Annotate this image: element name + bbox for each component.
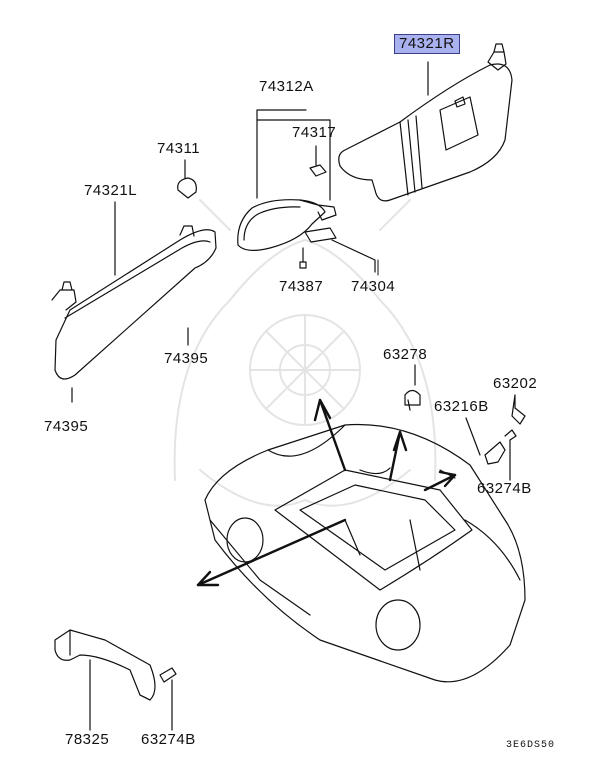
part-label-74312A[interactable]: 74312A: [259, 78, 314, 95]
part-label-78325[interactable]: 78325: [65, 731, 110, 748]
visor-clip-74311: [178, 160, 197, 198]
part-label-74304[interactable]: 74304: [351, 278, 396, 295]
watermark-emblem: [175, 200, 436, 506]
part-label-74311[interactable]: 74311: [157, 140, 201, 157]
grip-handle-78325: [55, 630, 176, 730]
roof-clips-hardware: [405, 365, 525, 480]
part-label-63278[interactable]: 63278: [383, 346, 428, 363]
part-label-63216B[interactable]: 63216B: [434, 398, 489, 415]
leader-lines: [185, 160, 378, 275]
car-outline: [205, 425, 525, 682]
sun-visor-right-74321R: [339, 44, 512, 201]
part-label-74317[interactable]: 74317: [292, 124, 337, 141]
part-label-63202[interactable]: 63202: [493, 375, 538, 392]
part-label-74395-lower[interactable]: 74395: [44, 418, 89, 435]
figure-code: 3E6DS50: [506, 740, 556, 751]
part-label-63274B-bottom[interactable]: 63274B: [141, 731, 196, 748]
part-label-63274B-right[interactable]: 63274B: [477, 480, 532, 497]
rear-view-mirror-74312A: [238, 110, 375, 272]
part-label-74395-upper[interactable]: 74395: [164, 350, 209, 367]
part-label-74387[interactable]: 74387: [279, 278, 324, 295]
sun-visor-left-74321L: [52, 202, 216, 402]
part-label-74321L[interactable]: 74321L: [84, 182, 138, 199]
part-label-74321R[interactable]: 74321R: [394, 34, 460, 54]
direction-arrows: [198, 400, 455, 585]
